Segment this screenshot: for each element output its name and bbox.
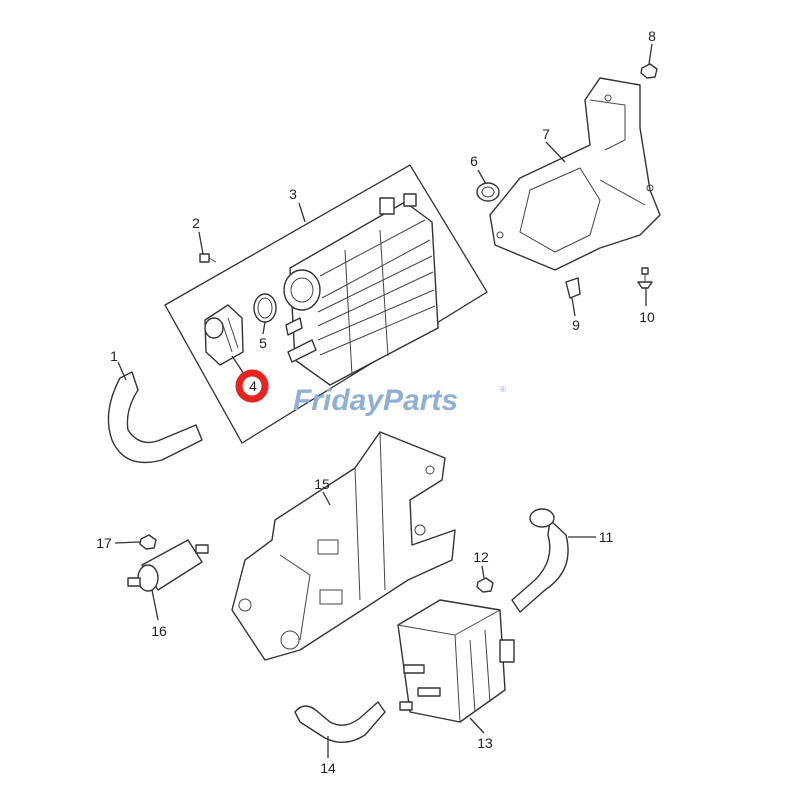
assembly-group-frame [164,164,488,444]
callout-3[interactable]: 3 [289,186,297,202]
part-7-bracket[interactable] [489,77,661,271]
leader-lines [114,43,653,758]
part-11-hose[interactable] [511,508,569,613]
watermark-registered-mark: ® [500,385,506,394]
part-1-hose[interactable] [107,371,203,464]
callout-5[interactable]: 5 [259,335,267,351]
callout-9[interactable]: 9 [572,317,580,333]
part-4-valve[interactable] [204,304,244,366]
part-13-canister[interactable] [397,599,515,723]
callout-7[interactable]: 7 [542,126,550,142]
callout-12[interactable]: 12 [473,549,489,565]
part-16-filter[interactable] [127,539,209,592]
callout-1[interactable]: 1 [110,348,118,364]
part-2-bolt[interactable] [199,253,217,263]
callout-2[interactable]: 2 [192,215,200,231]
part-9-clip[interactable] [565,277,581,299]
callout-17[interactable]: 17 [96,535,112,551]
part-8-nut[interactable] [640,63,658,79]
part-6-grommet[interactable] [476,182,500,202]
callout-15[interactable]: 15 [314,476,330,492]
callout-6[interactable]: 6 [470,153,478,169]
o-ring-inner [257,297,273,319]
callout-16[interactable]: 16 [151,623,167,639]
callout-11[interactable]: 11 [599,529,614,545]
highlight-ring [235,369,269,403]
callout-13[interactable]: 13 [477,735,493,751]
part-15-bracket[interactable] [231,431,456,661]
part-3-canister[interactable] [283,193,439,386]
part-10-pin[interactable] [637,267,653,289]
watermark-text: FridayParts [293,384,458,417]
callout-14[interactable]: 14 [320,760,336,776]
part-12-nut[interactable] [476,577,494,593]
callout-labels: 1 2 3 4 5 6 7 8 9 10 11 12 13 14 15 16 1… [96,28,656,776]
part-14-hose[interactable] [294,701,386,743]
callout-10[interactable]: 10 [639,309,655,325]
part-17-nut[interactable] [139,534,157,550]
watermark: FridayParts ® [293,384,506,417]
callout-8[interactable]: 8 [648,28,656,44]
callout-4[interactable]: 4 [249,378,257,394]
